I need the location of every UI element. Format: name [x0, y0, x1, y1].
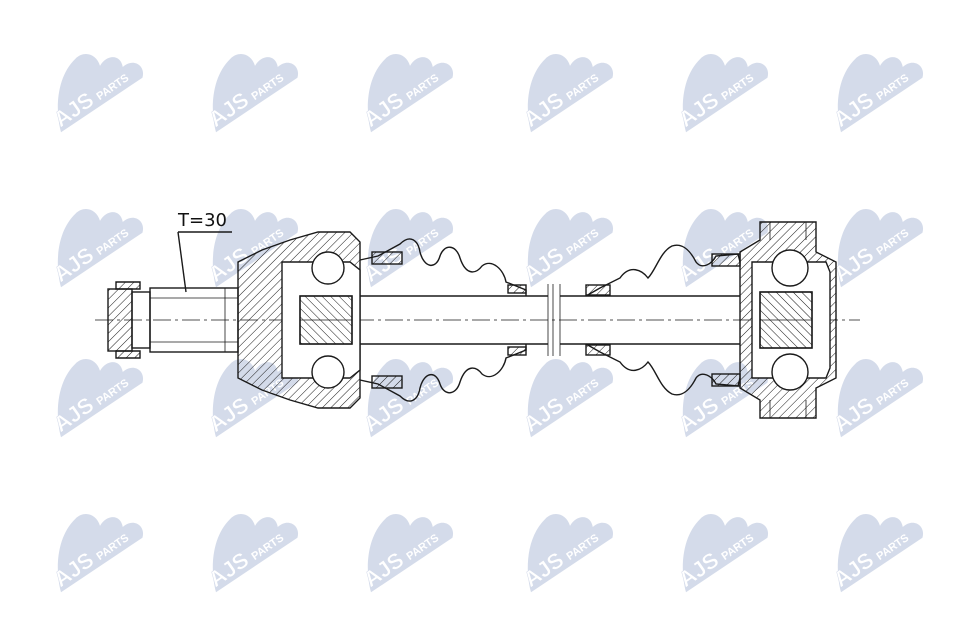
inner-tripod-joint [739, 221, 837, 419]
shaft-bar [360, 284, 600, 356]
axle-shaft: T=30 [95, 210, 860, 419]
threaded-stub [107, 281, 239, 359]
left-boot [359, 238, 527, 402]
right-boot [585, 244, 741, 396]
dimension-label: T=30 [177, 210, 227, 231]
outer-cv-joint [237, 231, 361, 409]
dimension-leader: T=30 [177, 210, 232, 293]
